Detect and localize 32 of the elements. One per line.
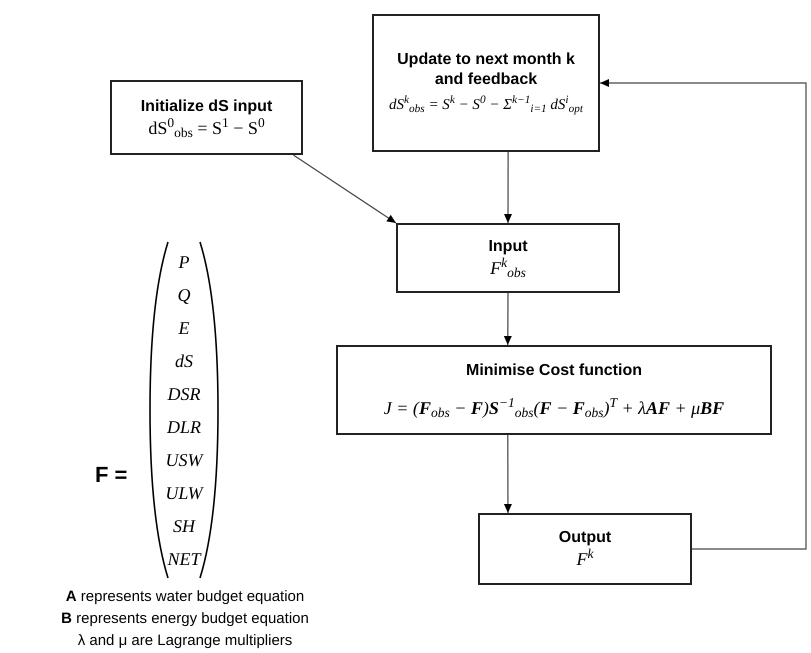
matrix-entry: DSR — [168, 383, 200, 406]
formula: F$^{k}$ — [576, 548, 594, 570]
matrix-entry: Q — [178, 284, 190, 307]
box-heading: Update to next month k and feedback — [396, 50, 576, 90]
matrix-entry: SH — [173, 515, 195, 538]
vector-label: F = — [95, 461, 128, 489]
note-text: λ and μ are Lagrange multipliers — [78, 631, 292, 651]
box-heading: Initialize dS input — [140, 96, 272, 116]
matrix-entry: P — [178, 251, 190, 274]
arrow — [504, 152, 512, 223]
arrow — [600, 79, 807, 550]
matrix-entry: E — [178, 317, 190, 340]
matrix-entry: NET — [167, 548, 200, 571]
matrix-entry: DLR — [166, 416, 201, 439]
arrow — [293, 154, 396, 224]
note-text: A represents water budget equation — [66, 587, 304, 607]
box-heading: Output — [558, 528, 612, 548]
process-box — [336, 345, 772, 435]
note-text: B represents energy budget equation — [61, 609, 309, 629]
process-box — [372, 14, 600, 152]
arrow — [504, 293, 512, 345]
matrix-entry: dS — [175, 350, 193, 373]
box-heading: Input — [488, 237, 528, 257]
formula: dS$^{0}$$_{obs}$ = S$^{1}$ − S$^{0}$ — [148, 116, 265, 138]
formula: J = (F$_{obs}$ − F)S$^{−1}$$_{obs}$(F − F$_{obs}$)$^{T}$ + λAF + μBF — [384, 397, 724, 419]
process-box — [110, 80, 303, 155]
process-box — [396, 223, 620, 293]
process-box — [478, 513, 692, 585]
matrix-entry: USW — [166, 449, 202, 472]
matrix-entry: ULW — [165, 482, 203, 505]
arrow — [504, 435, 512, 513]
box-heading: Minimise Cost function — [466, 361, 642, 381]
